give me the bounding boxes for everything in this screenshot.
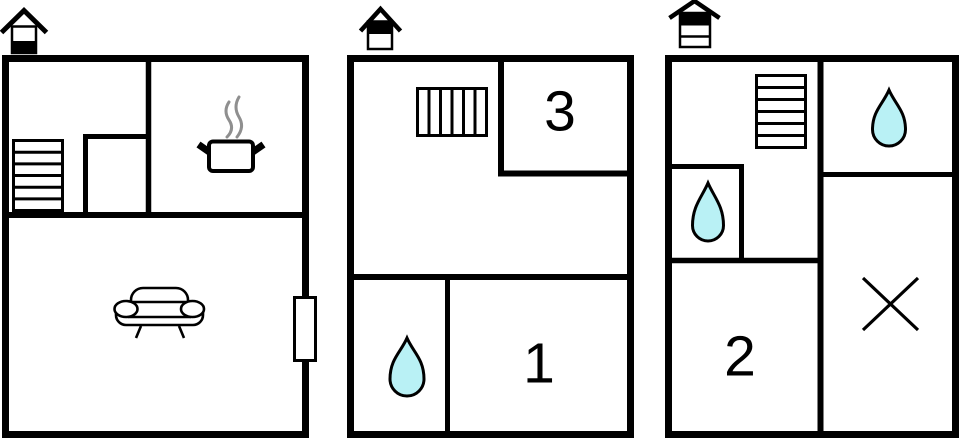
outer-wall: [665, 55, 959, 438]
pot-body: [207, 139, 255, 173]
house-level-icon: [668, 0, 721, 49]
outer-wall: [2, 55, 309, 438]
house-level-icon: [358, 5, 403, 51]
floor-plan-ground: [0, 7, 317, 438]
sofa-legs: [134, 325, 186, 339]
staircase-icon: [12, 139, 64, 212]
active-floor-band: [367, 21, 393, 34]
house-roof-icon: [668, 0, 721, 20]
sofa-armrest-right: [179, 299, 206, 319]
active-floor-band: [679, 12, 711, 26]
stair-steps: [756, 86, 806, 137]
cross-mark-icon: [861, 276, 920, 332]
room-label: 2: [724, 325, 756, 389]
interior-wall-closet: [83, 134, 149, 215]
steam-icon: [234, 95, 244, 139]
staircase-icon: [755, 74, 807, 149]
interior-wall-room3: [498, 58, 631, 177]
interior-wall-washroom: [668, 164, 744, 259]
floor-plan-middle: 3 1: [347, 5, 634, 438]
room-label: 1: [523, 332, 555, 396]
door-marker: [293, 296, 317, 362]
room-label: 3: [544, 80, 576, 144]
house-roof-icon: [358, 5, 403, 33]
steam-icon: [224, 100, 234, 139]
house-level-icon: [0, 7, 49, 55]
active-floor-band: [11, 41, 37, 54]
sofa-icon: [113, 286, 206, 339]
floor-plan-top: 2: [665, 0, 959, 438]
stair-steps: [427, 88, 477, 136]
outer-wall: [347, 55, 634, 438]
house-roof-icon: [0, 7, 49, 35]
staircase-icon: [416, 87, 488, 137]
water-drop-icon: [870, 86, 908, 148]
water-drop-icon: [388, 334, 426, 398]
stair-steps: [13, 150, 63, 201]
sofa-armrest-left: [113, 299, 139, 319]
water-drop-icon: [690, 179, 726, 243]
cooking-pot-icon: [196, 95, 266, 173]
